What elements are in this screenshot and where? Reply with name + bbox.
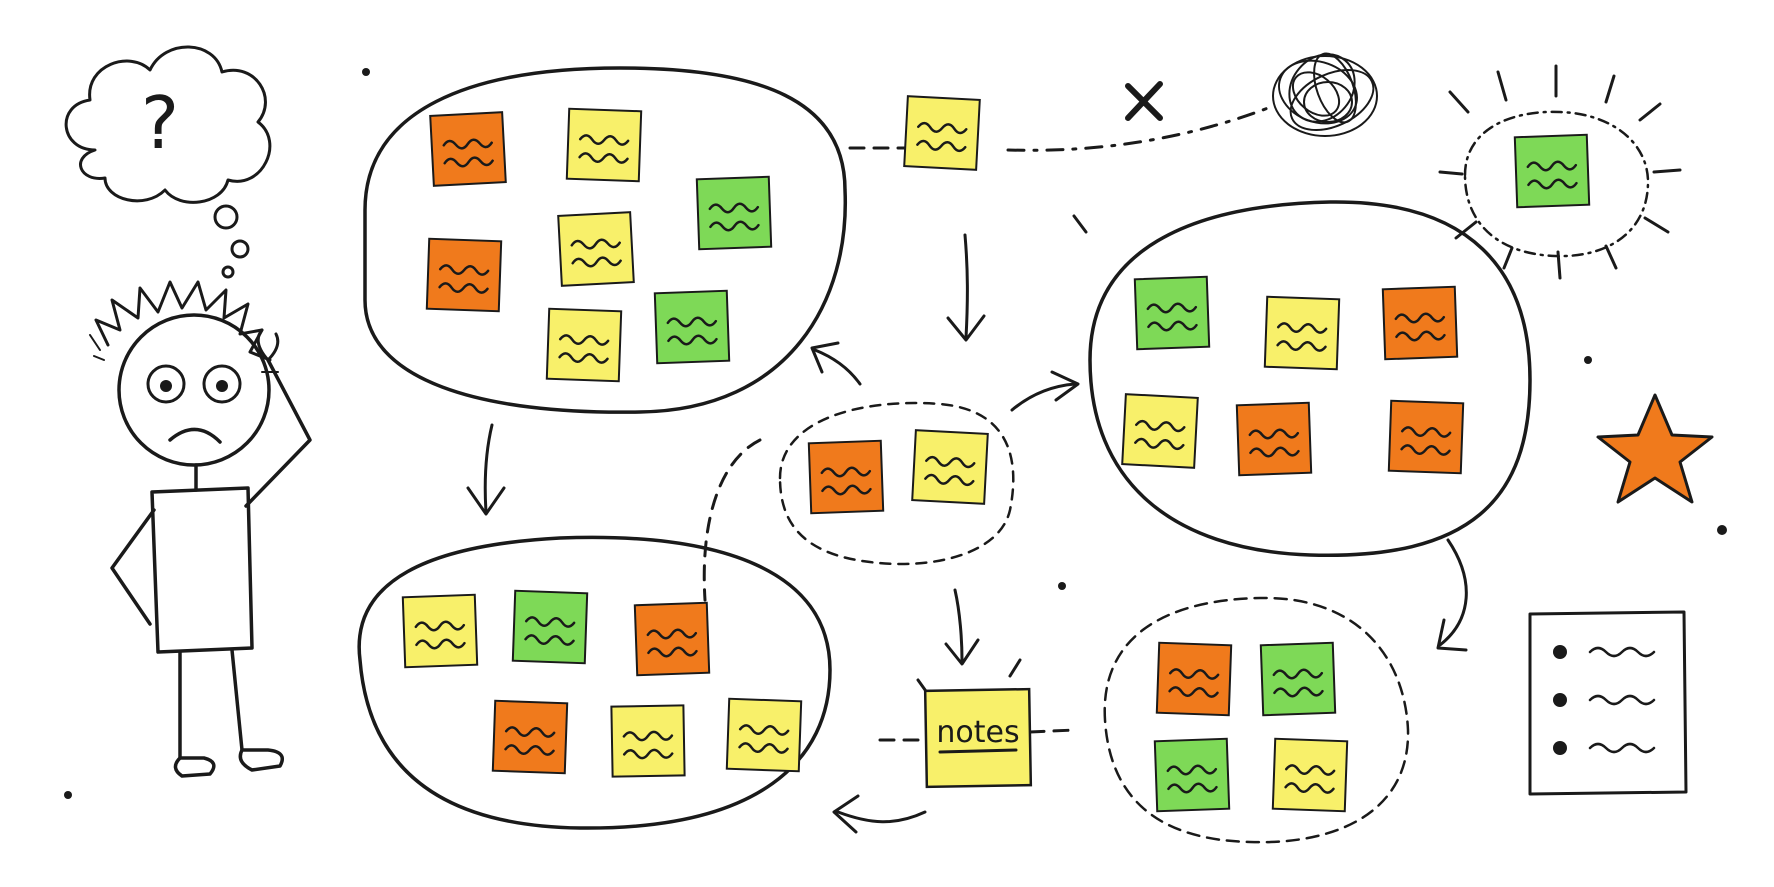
sticky-note-center-small-1 bbox=[807, 439, 885, 515]
bullet-list-icon bbox=[1528, 610, 1688, 796]
cluster-outline-center-small bbox=[778, 401, 1015, 566]
sticky-note-right-large-1 bbox=[1133, 275, 1211, 351]
arrow-down-top bbox=[963, 233, 969, 340]
cluster-outline-right-large bbox=[1088, 200, 1532, 558]
sticky-note-top-left-3 bbox=[695, 175, 773, 251]
sticky-note-right-large-5 bbox=[1235, 401, 1313, 477]
thought-dot-small bbox=[221, 265, 235, 279]
sticky-note-highlighted bbox=[1513, 133, 1591, 209]
sticky-note-bottom-left-4 bbox=[491, 699, 569, 775]
question-mark: ? bbox=[141, 81, 179, 165]
scribble-icon bbox=[1272, 52, 1378, 137]
sticky-note-right-large-6 bbox=[1387, 399, 1465, 475]
sticky-note-bottom-right-1 bbox=[1155, 641, 1233, 717]
sticky-note-top-left-4 bbox=[425, 237, 503, 313]
sticky-note-bottom-left-6 bbox=[725, 697, 803, 773]
sticky-note-top-left-1 bbox=[429, 111, 507, 187]
cluster-outline-bottom-left bbox=[357, 535, 832, 830]
sticky-note-top-left-6 bbox=[545, 307, 623, 383]
cluster-outline-top-left bbox=[363, 66, 848, 414]
arrow-center-to-notes bbox=[953, 588, 964, 662]
sticky-note-bottom-right-4 bbox=[1271, 737, 1349, 813]
sticky-note-bottom-right-3 bbox=[1153, 737, 1231, 813]
sticky-note-right-large-3 bbox=[1381, 285, 1459, 361]
cluster-outline-bottom-right bbox=[1103, 596, 1410, 844]
sticky-note-bottom-right-2 bbox=[1259, 641, 1337, 717]
arrow-center-to-right bbox=[1010, 382, 1077, 412]
sticky-note-center-small-2 bbox=[911, 429, 989, 505]
sticky-note-bottom-left-2 bbox=[511, 589, 589, 665]
burst-outline bbox=[1463, 110, 1650, 258]
arrow-center-to-topleft bbox=[813, 348, 862, 386]
dash-center-to-bottomleft bbox=[702, 438, 762, 602]
burst-rays bbox=[1438, 64, 1682, 280]
sticky-note-bottom-left-5 bbox=[610, 704, 686, 778]
sticky-note-right-large-4 bbox=[1121, 393, 1199, 469]
star-icon bbox=[1596, 393, 1714, 504]
arrow-right-to-bottomright bbox=[1438, 538, 1468, 647]
connectors bbox=[466, 106, 1468, 834]
dash-notes-right bbox=[1028, 728, 1077, 734]
sticky-notes-layer bbox=[401, 95, 1591, 813]
notes-label-note: notes bbox=[923, 687, 1033, 789]
sticky-note-bottom-left-1 bbox=[401, 593, 479, 669]
thought-dot-medium bbox=[230, 239, 250, 259]
sticky-note-bottom-left-3 bbox=[633, 601, 711, 677]
arrow-notes-to-bottomleft bbox=[836, 810, 927, 824]
sticky-note-top-center bbox=[903, 95, 981, 171]
confused-person-icon bbox=[89, 280, 312, 778]
notes-label-text: notes bbox=[936, 715, 1019, 750]
question-thought-icon: ? bbox=[64, 45, 272, 279]
sticky-note-top-left-2 bbox=[565, 107, 643, 183]
thought-dot-large bbox=[213, 204, 239, 230]
arrow-topleft-to-bottomleft bbox=[483, 423, 494, 514]
sticky-note-top-left-5 bbox=[557, 211, 635, 287]
decorative-dots bbox=[64, 68, 1727, 799]
dashdot-topnote-to-scribble bbox=[1006, 106, 1270, 152]
sticky-note-right-large-2 bbox=[1263, 295, 1341, 371]
cross-icon bbox=[1125, 81, 1163, 121]
sticky-note-top-left-7 bbox=[653, 289, 731, 365]
